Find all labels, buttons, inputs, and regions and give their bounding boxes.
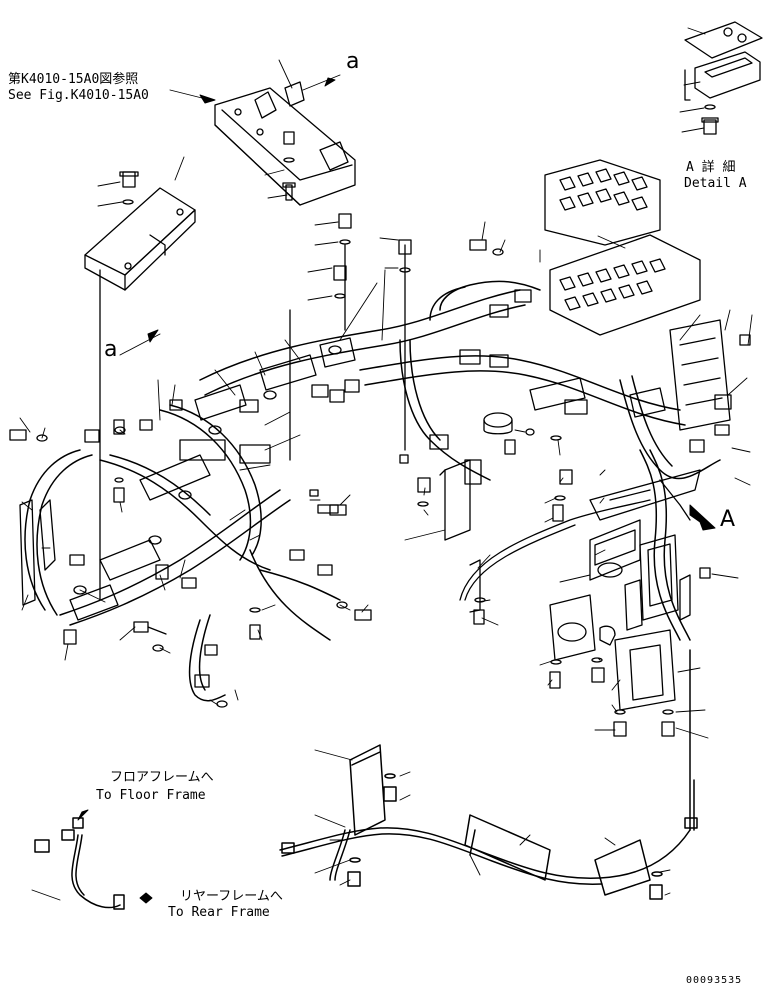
detail-a-label-jp: A 詳 細 xyxy=(686,160,736,175)
leader-lines xyxy=(19,27,753,901)
rear-frame-label-jp: リヤーフレームへ xyxy=(180,889,283,904)
rear-frame-label-en: To Rear Frame xyxy=(168,905,270,920)
relay-block xyxy=(544,159,731,431)
mark-a-top: a xyxy=(346,49,360,74)
lower-harness xyxy=(279,649,698,900)
top-bracket-assembly xyxy=(214,81,356,206)
detail-a-label-en: Detail A xyxy=(684,176,747,191)
arrows xyxy=(77,77,716,904)
mark-a-left: a xyxy=(104,337,118,362)
ground-strap xyxy=(34,817,125,910)
lower-right-components xyxy=(459,469,711,737)
see-fig-label-jp: 第K4010-15A0図参照 xyxy=(8,72,139,87)
detail-a-assembly xyxy=(684,21,763,135)
connectors xyxy=(84,289,751,688)
clamps xyxy=(9,213,573,708)
drawing-number: 00093535 xyxy=(686,975,743,986)
see-fig-label-en: See Fig.K4010-15A0 xyxy=(8,88,149,103)
left-bracket xyxy=(84,171,196,291)
harness-sleeves xyxy=(19,337,666,621)
main-harness xyxy=(24,280,721,702)
view-a-mark: A xyxy=(720,507,736,532)
floor-frame-label-en: To Floor Frame xyxy=(96,788,206,803)
floor-frame-label-jp: フロアフレームへ xyxy=(110,770,214,785)
